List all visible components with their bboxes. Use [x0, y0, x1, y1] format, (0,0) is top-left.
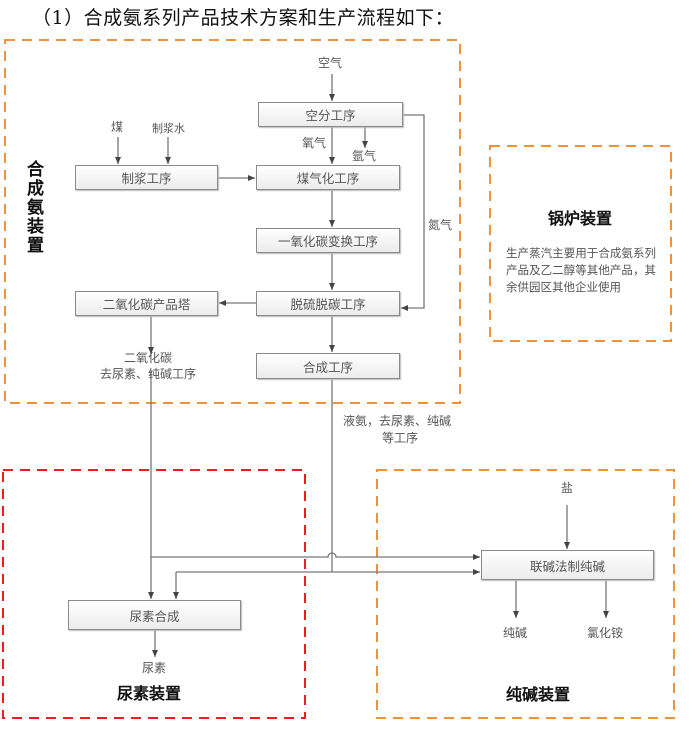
slurry-water-label: 制浆水 — [152, 122, 185, 135]
boiler-unit-frame — [489, 145, 672, 342]
co2-tower-box: 二氧化碳产品塔 — [75, 291, 218, 316]
air-separation-box: 空分工序 — [258, 102, 403, 127]
soda-ash-label: 纯碱 — [503, 626, 528, 640]
urea-product-label: 尿素 — [142, 661, 167, 675]
co2-label-line2: 去尿素、纯碱工序 — [100, 367, 197, 381]
coal-label: 煤 — [111, 120, 124, 134]
gasification-box: 煤气化工序 — [256, 165, 400, 190]
oxygen-label: 氧气 — [302, 136, 327, 150]
ammonia-unit-frame — [4, 39, 461, 404]
nitrogen-line — [401, 114, 425, 311]
urea-unit-title: 尿素装置 — [117, 684, 182, 703]
soda-unit-title: 纯碱装置 — [506, 685, 571, 704]
ammonia-unit-title: 合成氨装置 — [23, 160, 43, 255]
argon-label: 氩气 — [352, 149, 377, 163]
ammonium-chloride-label: 氯化铵 — [587, 626, 624, 640]
urea-unit-frame — [2, 469, 306, 719]
boiler-unit-title: 锅炉装置 — [548, 209, 613, 228]
boiler-unit-description: 生产蒸汽主要用于合成氨系列产品及乙二醇等其他产品，其余供园区其他企业使用 — [506, 246, 656, 294]
urea-synthesis-box: 尿素合成 — [68, 600, 241, 630]
ammonia-label-line2: 等工序 — [382, 431, 419, 445]
air-label: 空气 — [318, 56, 343, 70]
salt-label: 盐 — [561, 481, 574, 495]
nitrogen-label: 氮气 — [428, 218, 453, 232]
soda-process-box: 联碱法制纯碱 — [481, 550, 654, 580]
co-shift-box: 一氧化碳变换工序 — [256, 228, 400, 253]
desulfurization-box: 脱硫脱碳工序 — [256, 291, 400, 316]
ammonia-label-line1: 液氨，去尿素、纯碱 — [343, 414, 452, 428]
co2-label-line1: 二氧化碳 — [124, 351, 173, 365]
slurry-box: 制浆工序 — [75, 165, 218, 190]
page-heading: （1）合成氨系列产品技术方案和生产流程如下： — [32, 7, 455, 29]
synthesis-box: 合成工序 — [256, 353, 400, 379]
co2-to-soda-line — [151, 552, 480, 560]
